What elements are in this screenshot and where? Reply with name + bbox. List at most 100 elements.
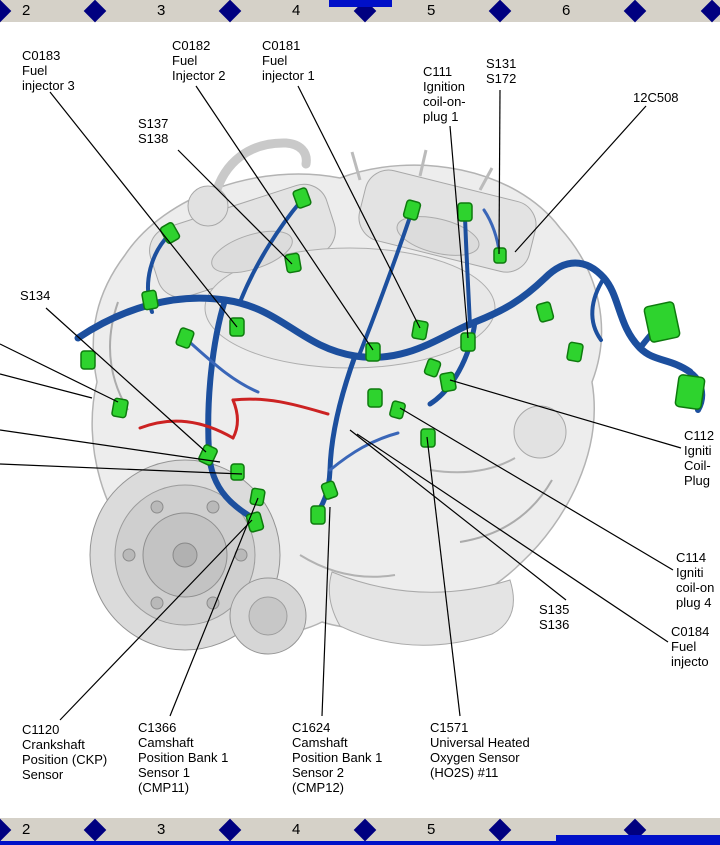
leader-line-s134 (45, 307, 207, 453)
leader-line-left-c (0, 429, 221, 463)
callout-line: Fuel (262, 53, 288, 68)
leader-line-c111 (449, 125, 469, 339)
callout-line: S131 (486, 56, 517, 71)
callout-line: (CMP12) (292, 780, 345, 795)
leader-line-c0183 (49, 91, 238, 328)
callout-line: coil-on- (423, 94, 466, 109)
green-connector (402, 199, 422, 221)
red-wires (138, 397, 330, 440)
callout-c1120: C1120 Crankshaft Position (CKP) Sensor (22, 722, 107, 782)
green-connector (493, 247, 507, 264)
green-connector (423, 358, 442, 378)
leader-line-c1120 (59, 519, 253, 721)
callout-line: C1571 (430, 720, 469, 735)
position-indicator-top (329, 0, 392, 7)
callout-line: C0183 (22, 48, 61, 63)
green-connector (80, 350, 96, 370)
grid-number-top-2: 2 (22, 2, 31, 19)
callout-line: Position (CKP) (22, 752, 108, 767)
connector-group (80, 187, 706, 533)
green-connector (249, 487, 266, 507)
grid-diamond-icon[interactable] (83, 818, 107, 842)
green-connector (457, 202, 473, 222)
callout-c0181: C0181 Fuel injector 1 (262, 38, 315, 83)
green-connector (320, 480, 339, 500)
callout-line: (CMP11) (138, 780, 190, 795)
callout-c114: C114 Igniti coil-on plug 4 (676, 550, 714, 610)
callout-line: C0182 (172, 38, 211, 53)
callout-c111: C111 Ignition coil-on- plug 1 (423, 64, 466, 124)
callout-c1366: C1366 Camshaft Position Bank 1 Sensor 1 … (138, 720, 228, 795)
leader-line-c1624 (321, 506, 331, 717)
green-connector (643, 301, 681, 343)
grid-number-bottom-3: 3 (157, 821, 166, 838)
callout-line: Camshaft (138, 735, 194, 750)
callout-line: S134 (20, 288, 51, 303)
leader-line-left-a (0, 343, 119, 403)
callout-line: C111 (423, 64, 453, 79)
callout-s135-s136: S135 S136 (539, 602, 569, 632)
leader-line-s131 (498, 89, 501, 255)
callout-line: 12C508 (633, 90, 679, 105)
callout-line: S138 (138, 131, 169, 146)
callout-line: Camshaft (292, 735, 348, 750)
green-connector (310, 505, 326, 525)
callout-line: plug 4 (676, 595, 712, 610)
callout-line: C1624 (292, 720, 331, 735)
grid-number-top-3: 3 (157, 2, 166, 19)
bottom-border-bar (0, 841, 720, 845)
grid-number-top-4: 4 (292, 2, 301, 19)
callout-c112: C112 Igniti Coil- Plug (684, 428, 714, 488)
green-connector (389, 400, 406, 420)
green-connector (230, 463, 245, 481)
callout-s137-s138: S137 S138 (138, 116, 168, 146)
callout-line: C0184 (671, 624, 710, 639)
leader-line-s137 (177, 149, 293, 265)
callout-c1571: C1571 Universal Heated Oxygen Sensor (HO… (430, 720, 530, 780)
callout-line: C0181 (262, 38, 301, 53)
grid-number-bottom-2: 2 (22, 821, 31, 838)
leader-line-c0181 (297, 85, 421, 329)
callout-line: Position Bank 1 (138, 750, 229, 765)
callout-line: Injector 2 (172, 68, 226, 83)
callout-line: Ignition (423, 79, 465, 94)
callout-line: C114 (676, 550, 707, 565)
callout-line: Sensor 1 (138, 765, 191, 780)
callout-line: C1366 (138, 720, 177, 735)
grid-diamond-icon[interactable] (488, 818, 512, 842)
leader-line-c112 (449, 379, 682, 449)
callout-line: S135 (539, 602, 570, 617)
grid-number-bottom-5: 5 (427, 821, 436, 838)
callout-line: Oxygen Sensor (430, 750, 520, 765)
green-connector (141, 289, 159, 311)
grid-number-top-6: 6 (562, 2, 571, 19)
engine-illustration (89, 138, 603, 655)
callout-line: Universal Heated (430, 735, 530, 750)
callout-line: plug 1 (423, 109, 459, 124)
green-connector (439, 371, 457, 393)
leader-line-c114 (399, 407, 674, 571)
green-connector (367, 388, 383, 408)
callout-line: Plug (684, 473, 711, 488)
grid-diamond-icon[interactable] (0, 818, 12, 842)
leader-line-left-d (0, 463, 243, 475)
grid-number-top-5: 5 (427, 2, 436, 19)
callout-line: Fuel (172, 53, 198, 68)
leader-line-12c508 (514, 105, 647, 253)
callout-line: injecto (671, 654, 709, 669)
callout-line: (HO2S) #11 (430, 765, 499, 780)
callout-s131-s172: S131 S172 (486, 56, 516, 86)
green-connector (159, 222, 181, 244)
callout-line: injector 1 (262, 68, 315, 83)
grid-diamond-icon[interactable] (353, 818, 377, 842)
callout-c1624: C1624 Camshaft Position Bank 1 Sensor 2 … (292, 720, 382, 795)
leader-line-c0184 (356, 433, 669, 643)
callout-c0182: C0182 Fuel Injector 2 (172, 38, 225, 83)
grid-diamond-icon[interactable] (218, 818, 242, 842)
callout-line: Sensor (22, 767, 64, 782)
green-connector (175, 327, 195, 349)
green-connector (284, 252, 302, 274)
callout-line: S172 (486, 71, 517, 86)
leader-line-c0182 (195, 85, 374, 351)
